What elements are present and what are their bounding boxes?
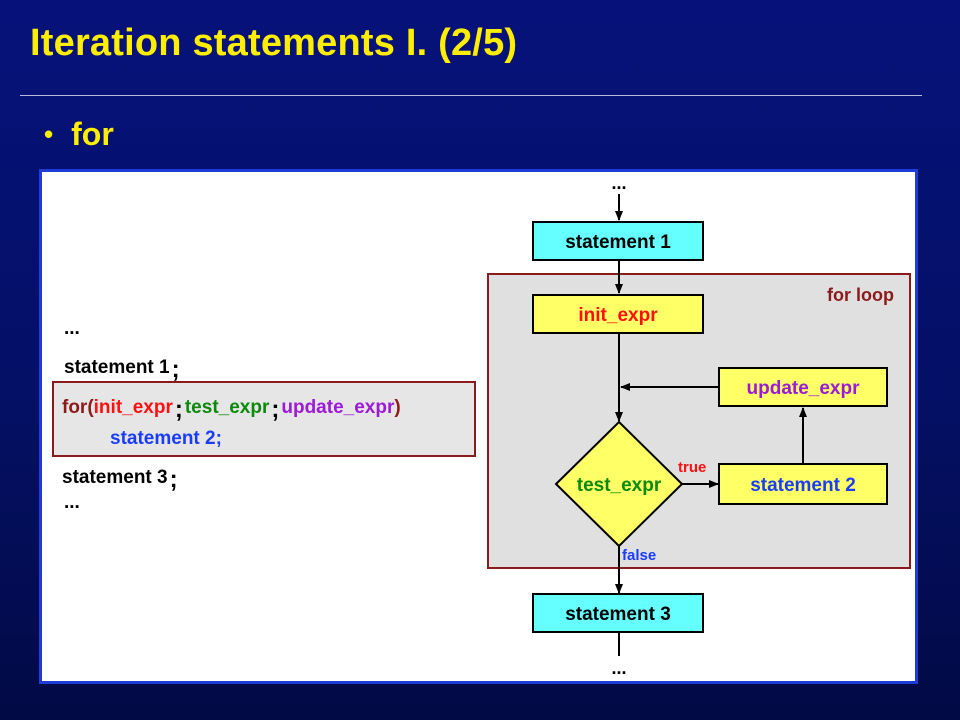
flow-statement-2-label: statement 2 bbox=[750, 475, 856, 496]
code-test-expr: test_expr bbox=[184, 397, 270, 418]
code-semicolon: ; bbox=[174, 396, 183, 423]
flow-init-expr-box bbox=[532, 294, 704, 334]
title-divider bbox=[20, 95, 922, 96]
code-semicolon: ; bbox=[169, 466, 178, 493]
flow-test-expr-diamond bbox=[554, 420, 684, 548]
flow-statement-1-box bbox=[532, 221, 704, 261]
flow-update-expr-box bbox=[718, 367, 888, 407]
code-statement-3: statement 3; bbox=[62, 462, 180, 493]
flow-statement-2-box bbox=[718, 463, 888, 505]
code-statement-3-text: statement 3 bbox=[62, 467, 168, 488]
code-ellipsis-bottom: ... bbox=[64, 492, 80, 513]
bullet-item: • for bbox=[44, 116, 114, 153]
bullet-text: for bbox=[71, 116, 114, 152]
for-code-box bbox=[52, 381, 476, 457]
code-semicolon: ; bbox=[171, 356, 180, 383]
code-statement-1-text: statement 1 bbox=[64, 357, 170, 378]
code-ellipsis-top: ... bbox=[64, 318, 80, 339]
code-for-line: for(init_expr;test_expr;update_expr) bbox=[62, 392, 401, 423]
code-statement-2: statement 2; bbox=[110, 428, 222, 449]
code-statement-1: statement 1; bbox=[64, 352, 182, 383]
flow-statement-3-label: statement 3 bbox=[565, 604, 671, 625]
flow-true-label: true bbox=[678, 459, 706, 476]
code-update-expr: update_expr bbox=[281, 397, 395, 418]
flow-statement-1-label: statement 1 bbox=[565, 232, 671, 253]
content-panel: ... statement 1; for(init_expr;test_expr… bbox=[39, 169, 918, 684]
slide-title: Iteration statements I. (2/5) bbox=[30, 22, 518, 64]
code-for-keyword: for( bbox=[62, 397, 94, 418]
code-semicolon: ; bbox=[271, 396, 280, 423]
bullet-dot-icon: • bbox=[44, 119, 54, 149]
flow-update-expr-label: update_expr bbox=[747, 378, 861, 399]
flow-ellipsis-top: ... bbox=[611, 173, 626, 193]
flow-statement-3-box bbox=[532, 593, 704, 633]
code-init-expr: init_expr bbox=[93, 397, 173, 418]
flow-test-expr-label: test_expr bbox=[577, 475, 662, 496]
flow-init-expr-label: init_expr bbox=[578, 305, 658, 326]
flow-false-label: false bbox=[622, 547, 656, 564]
for-loop-label: for loop bbox=[827, 285, 894, 305]
code-close-paren: ) bbox=[394, 397, 401, 418]
for-loop-flowchart: for loop ... ... statement 1 init_expr u… bbox=[487, 173, 911, 678]
flow-ellipsis-bottom: ... bbox=[611, 658, 626, 678]
